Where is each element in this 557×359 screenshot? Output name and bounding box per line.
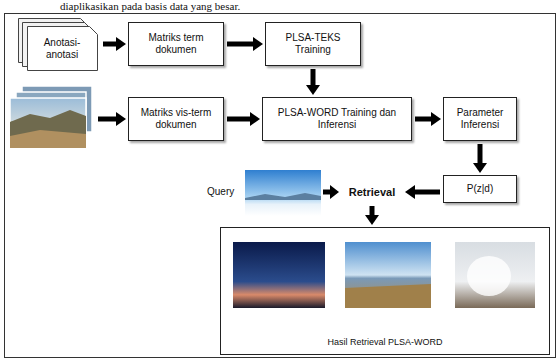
image-stack xyxy=(10,86,92,148)
flow-arrow xyxy=(473,144,487,173)
process-box: PLSA-WORD Training dan Inferensi xyxy=(262,97,412,141)
node-text: PLSA-TEKS Training xyxy=(278,32,348,56)
process-box: PLSA-TEKS Training xyxy=(265,22,361,66)
flow-arrow xyxy=(103,37,126,51)
node-text: Parameter Inferensi xyxy=(448,107,512,131)
process-box: Matriks term dokumen xyxy=(128,22,224,66)
result-images xyxy=(221,228,551,356)
panel-caption: Hasil Retrieval PLSA-WORD xyxy=(221,336,549,348)
query-image xyxy=(245,170,321,216)
flow-arrow xyxy=(306,69,320,95)
query-label: Query xyxy=(207,186,234,197)
document-stack: Anotasi- anotasi xyxy=(18,18,100,72)
arrow-query-to-retrieval xyxy=(323,185,339,199)
results-panel: Hasil Retrieval PLSA-WORD xyxy=(220,227,550,355)
node-text: P(z|d) xyxy=(467,183,494,195)
node-text: Matriks vis-term dokumen xyxy=(136,107,216,131)
result-box: P(z|d) xyxy=(443,175,517,203)
flow-arrow xyxy=(415,112,441,126)
flow-arrow xyxy=(365,206,379,225)
retrieval-step: Retrieval xyxy=(341,181,403,203)
flow-arrow xyxy=(405,185,440,199)
figure-frame xyxy=(5,14,556,358)
node-text: Anotasi- anotasi xyxy=(28,27,96,71)
flow-arrow xyxy=(227,112,260,126)
flow-arrow xyxy=(227,37,263,51)
node-text: Matriks term dokumen xyxy=(136,32,216,56)
node-text: Retrieval xyxy=(349,186,395,198)
arrow-image-to-matrix xyxy=(98,112,126,126)
node-text: PLSA-WORD Training dan Inferensi xyxy=(272,107,402,131)
process-box: Parameter Inferensi xyxy=(443,97,517,141)
cropped-caption: diaplikasikan pada basis data yang besar… xyxy=(60,0,240,12)
process-box: Matriks vis-term dokumen xyxy=(128,97,224,141)
